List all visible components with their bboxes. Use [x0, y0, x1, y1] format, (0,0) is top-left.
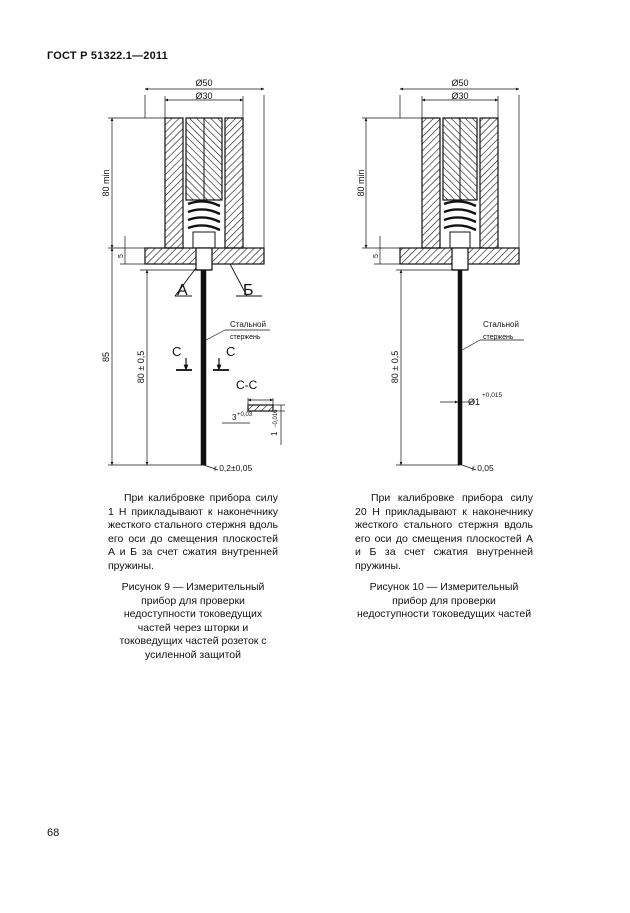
figure-9-drawing: [108, 87, 285, 471]
fig9-rod-label-1: Стальной: [230, 320, 266, 329]
fig10-rod-label-2: стержень: [483, 334, 514, 341]
fig10-rod-label-1: Стальной: [483, 320, 519, 329]
figure-10-drawing: [362, 87, 524, 471]
fig10-outer-diameter: Ø50: [451, 78, 468, 88]
figure-10-labels: Ø50 Ø30 80 min 5 80 ± 0,5 Стальной стерж…: [356, 78, 519, 473]
figure-10-caption: Рисунок 10 — Измерительный прибор для пр…: [356, 581, 532, 620]
fig9-section-height-tol: −0,016: [273, 409, 279, 428]
fig9-height-top: 80 min: [101, 169, 111, 196]
page-number: 68: [47, 827, 60, 839]
fig10-height-top: 80 min: [356, 169, 366, 196]
fig9-section-mark-left: С: [172, 344, 181, 359]
fig9-tip-radius: r 0,2±0,05: [214, 463, 252, 473]
fig10-rod-length: 80 ± 0,5: [390, 351, 400, 383]
fig9-plane-a-label: А: [177, 282, 188, 299]
fig10-inner-diameter: Ø30: [451, 91, 468, 101]
fig10-tip-radius: r 0,05: [472, 463, 494, 473]
fig9-outer-diameter: Ø50: [195, 78, 212, 88]
fig9-flange-thickness: 5: [118, 254, 125, 258]
fig9-section-width: 3: [232, 413, 237, 422]
fig9-rod-length: 80 ± 0,5: [136, 351, 146, 383]
figure-9-text: При калибровке прибора силу 1 Н приклады…: [108, 492, 278, 662]
fig9-section-width-tol: +0,03: [237, 412, 253, 418]
fig10-rod-diameter: Ø1: [468, 397, 480, 407]
fig9-rod-label-2: стержень: [230, 334, 261, 341]
figure-9-labels: Ø50 Ø30 80 min 5 85 80 ± 0,5 А Б С С С-С…: [101, 78, 279, 473]
fig9-total-length: 85: [101, 352, 111, 362]
fig9-section-mark-right: С: [226, 344, 235, 359]
fig9-plane-b-label: Б: [243, 282, 254, 299]
figure-10-note: При калибровке прибора силу 20 Н приклад…: [355, 492, 533, 572]
figure-9-note: При калибровке прибора силу 1 Н приклады…: [108, 492, 278, 572]
figure-9-caption: Рисунок 9 — Измерительный прибор для про…: [119, 581, 267, 661]
fig10-rod-diameter-tol: +0,015: [482, 392, 502, 399]
fig9-section-title: С-С: [236, 378, 258, 392]
fig9-inner-diameter: Ø30: [195, 91, 212, 101]
fig10-flange-thickness: 5: [373, 254, 380, 258]
fig9-section-height: 1: [270, 431, 279, 436]
figure-10-text: При калибровке прибора силу 20 Н приклад…: [355, 492, 533, 622]
document-header: ГОСТ Р 51322.1—2011: [47, 50, 168, 62]
